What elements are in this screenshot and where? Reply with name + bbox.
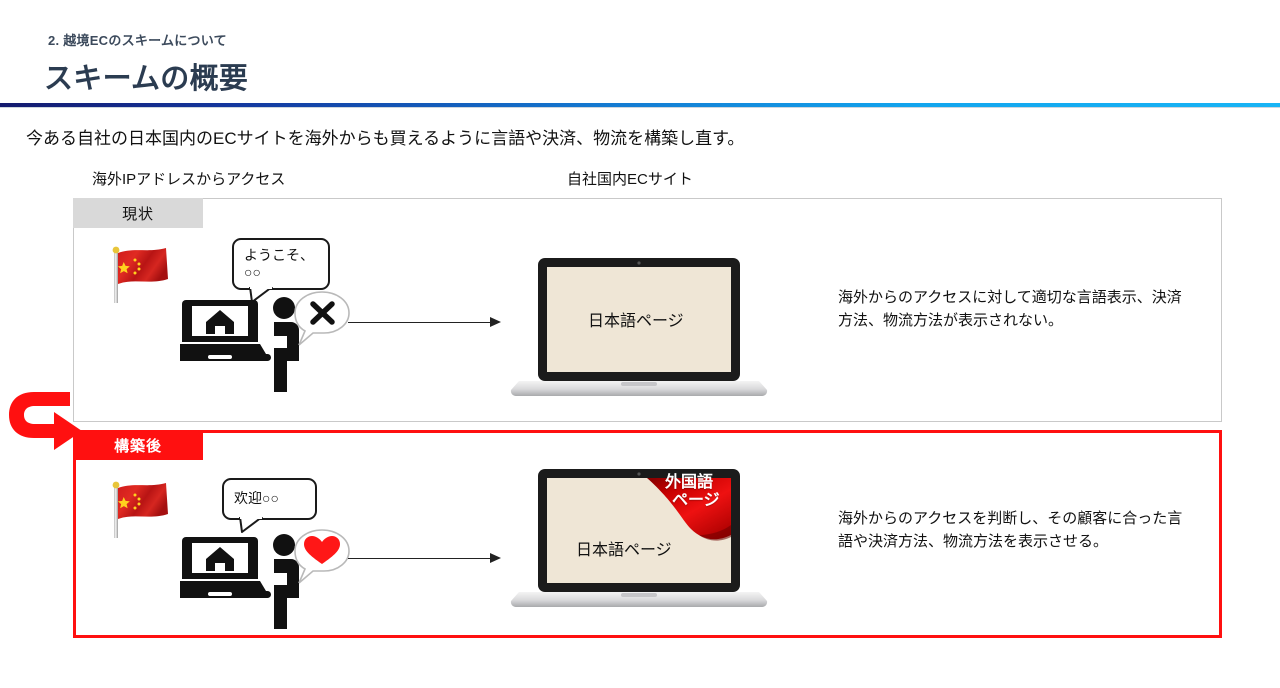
caption-right: 自社国内ECサイト — [567, 171, 693, 188]
speech-tail-icon — [249, 287, 273, 303]
section-eyebrow: 2. 越境ECのスキームについて — [48, 33, 227, 48]
page-title: スキームの概要 — [44, 63, 249, 95]
reaction-bubble-cross — [294, 291, 350, 346]
heart-icon — [304, 536, 340, 564]
flow-connector-current — [348, 322, 498, 323]
speech-line-1: 欢迎○○ — [234, 490, 279, 507]
u-turn-arrow-icon — [9, 392, 82, 450]
speech-line-2: ○○ — [244, 264, 261, 280]
speech-line-1: ようこそ、 — [244, 246, 314, 263]
person-at-laptop-icon — [180, 534, 299, 629]
arrow-head-icon — [490, 317, 501, 327]
header-divider — [0, 103, 1280, 107]
speech-tail-icon — [239, 517, 263, 533]
lead-paragraph: 今ある自社の日本国内のECサイトを海外からも買えるように言語や決済、物流を構築し… — [26, 129, 745, 148]
header-divider-shadow — [0, 107, 1280, 108]
panel-badge-current: 現状 — [73, 198, 203, 228]
panel-badge-after: 構築後 — [73, 430, 203, 460]
china-flag-icon — [112, 246, 168, 303]
screen-label-after: 日本語ページ — [576, 542, 672, 559]
speech-bubble-current: ようこそ、 ○○ — [232, 238, 330, 303]
laptop-japanese-page — [510, 258, 768, 397]
speech-bubble-after: 欢迎○○ — [222, 478, 317, 533]
laptop-foreign-page — [510, 469, 768, 608]
person-at-laptop-icon — [180, 297, 299, 392]
china-flag-icon — [112, 481, 168, 538]
corner-peel-icon — [647, 478, 731, 541]
corner-label-line-2: ページ — [672, 492, 720, 509]
corner-label-line-1: 外国語 — [665, 474, 714, 491]
flow-connector-after — [348, 558, 498, 559]
cross-icon — [310, 301, 335, 325]
caption-left: 海外IPアドレスからアクセス — [92, 171, 286, 188]
note-after: 海外からのアクセスを判断し、その顧客に合った言語や決済方法、物流方法を表示させる… — [838, 510, 1183, 550]
reaction-bubble-heart — [294, 529, 350, 584]
note-current: 海外からのアクセスに対して適切な言語表示、決済方法、物流方法が表示されない。 — [838, 289, 1182, 329]
screen-label-current: 日本語ページ — [588, 313, 684, 330]
arrow-head-icon — [490, 553, 501, 563]
